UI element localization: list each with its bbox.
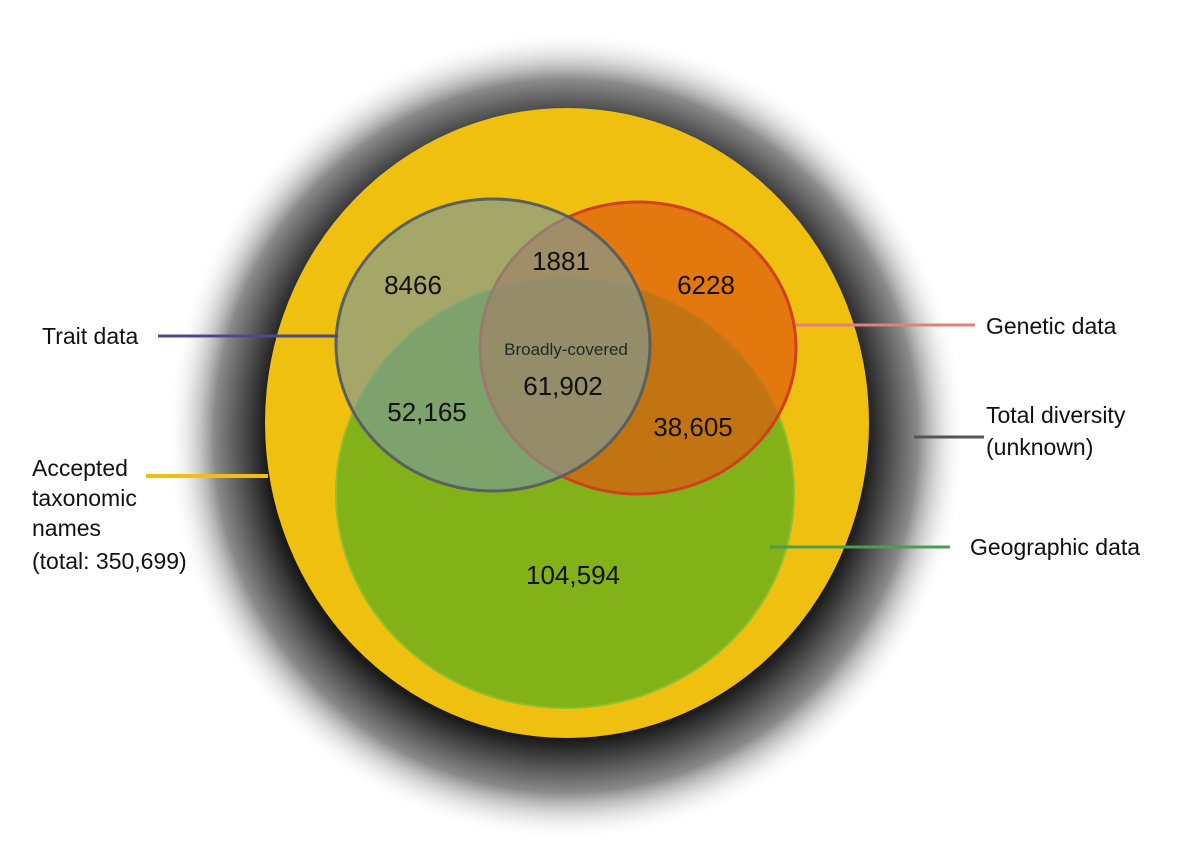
geo-only-count: 104,594 bbox=[526, 560, 620, 590]
accepted-names-label-3: names bbox=[32, 515, 101, 541]
accepted-names-label-1: Accepted bbox=[32, 455, 128, 481]
all-three-count: 61,902 bbox=[523, 371, 603, 401]
trait-data-circle bbox=[334, 197, 652, 493]
total-diversity-sublabel: (unknown) bbox=[986, 434, 1093, 460]
trait-data-label: Trait data bbox=[42, 323, 139, 349]
total-diversity-label: Total diversity bbox=[986, 402, 1126, 428]
genetic-only-count: 6228 bbox=[677, 270, 735, 300]
broadly-covered-label: Broadly-covered bbox=[504, 340, 628, 359]
genetic-data-label: Genetic data bbox=[986, 313, 1117, 339]
trait-only-count: 8466 bbox=[384, 270, 442, 300]
trait-geo-count: 52,165 bbox=[387, 397, 467, 427]
accepted-names-label-4: (total: 350,699) bbox=[32, 548, 187, 574]
trait-genetic-count: 1881 bbox=[532, 246, 590, 276]
geographic-data-label: Geographic data bbox=[970, 534, 1140, 560]
accepted-names-label-2: taxonomic bbox=[32, 485, 137, 511]
genetic-geo-count: 38,605 bbox=[653, 412, 733, 442]
